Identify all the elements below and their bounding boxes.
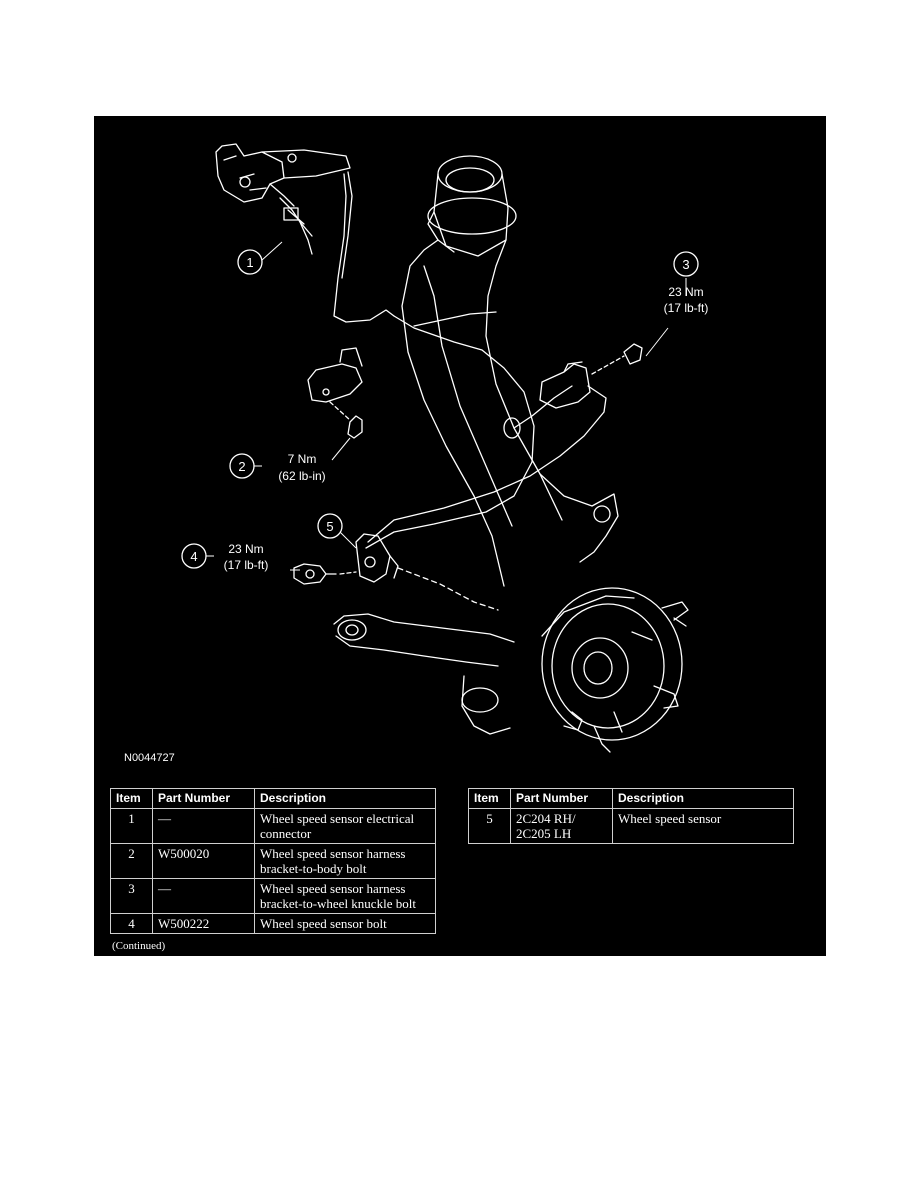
table-row: 2 W500020 Wheel speed sensor harness bra…: [110, 843, 436, 879]
wheel-speed-sensor-drawing: [355, 533, 399, 583]
bolt-2-drawing: [347, 415, 363, 439]
cell-part-number: —: [152, 878, 255, 914]
illustration-panel: 1 2 7 Nm (62 lb-in) 3 23 Nm (17 lb-ft) 4…: [94, 116, 826, 956]
header-part-number: Part Number: [510, 788, 613, 809]
header-item: Item: [468, 788, 511, 809]
table-row: 1 — Wheel speed sensor electrical connec…: [110, 808, 436, 844]
header-part-number: Part Number: [152, 788, 255, 809]
knuckle-strut-drawing: [401, 155, 619, 587]
header-description: Description: [612, 788, 794, 809]
callout-3-number: 3: [682, 257, 689, 272]
cell-item: 1: [110, 808, 153, 844]
figure-id: N0044727: [124, 752, 175, 764]
bolt-4-drawing: [293, 563, 337, 585]
cell-part-number: 2C204 RH/ 2C205 LH: [510, 808, 613, 844]
electrical-connector-drawing: [215, 143, 351, 255]
callout-1-number: 1: [246, 255, 253, 270]
harness-bracket-drawing: [307, 347, 363, 403]
cell-description: Wheel speed sensor harness bracket-to-wh…: [254, 878, 436, 914]
table-header-row: Item Part Number Description: [468, 788, 794, 809]
callout-2: 2 7 Nm (62 lb-in): [229, 452, 326, 483]
callout-4-number: 4: [190, 549, 197, 564]
cell-item: 4: [110, 913, 153, 934]
callout-2-torque-metric: 7 Nm: [288, 452, 317, 466]
callout-5-number: 5: [326, 519, 333, 534]
bolt-3-drawing: [623, 343, 643, 365]
cell-description: Wheel speed sensor electrical connector: [254, 808, 436, 844]
callout-4-torque-imperial: (17 lb-ft): [224, 558, 269, 572]
cell-item: 3: [110, 878, 153, 914]
header-description: Description: [254, 788, 436, 809]
callout-2-number: 2: [238, 459, 245, 474]
sensor-harness-cable: [333, 173, 395, 323]
cell-part-number: W500222: [152, 913, 255, 934]
callout-3-torque-metric: 23 Nm: [668, 285, 703, 299]
callout-4: 4 23 Nm (17 lb-ft): [181, 542, 269, 572]
table-header-row: Item Part Number Description: [110, 788, 436, 809]
cell-part-number: —: [152, 808, 255, 844]
table-row: 3 — Wheel speed sensor harness bracket-t…: [110, 878, 436, 914]
cell-description: Wheel speed sensor: [612, 808, 794, 844]
wheel-speed-sensor-diagram: 1 2 7 Nm (62 lb-in) 3 23 Nm (17 lb-ft) 4…: [181, 143, 709, 753]
cell-item: 5: [468, 808, 511, 844]
callout-4-torque-metric: 23 Nm: [228, 542, 263, 556]
continued-note: (Continued): [112, 940, 166, 952]
cell-description: Wheel speed sensor bolt: [254, 913, 436, 934]
callout-5: 5: [317, 513, 343, 539]
parts-table-right: Item Part Number Description 5 2C204 RH/…: [468, 788, 794, 844]
table-row: 4 W500222 Wheel speed sensor bolt: [110, 913, 436, 934]
parts-table-left: Item Part Number Description 1 — Wheel s…: [110, 788, 436, 934]
wheel-hub-drawing: [541, 587, 689, 753]
header-item: Item: [110, 788, 153, 809]
cell-description: Wheel speed sensor harness bracket-to-bo…: [254, 843, 436, 879]
callout-3-torque-imperial: (17 lb-ft): [664, 301, 709, 315]
cell-item: 2: [110, 843, 153, 879]
callout-3: 3 23 Nm (17 lb-ft): [664, 251, 709, 315]
callout-2-torque-imperial: (62 lb-in): [278, 469, 325, 483]
lower-arm-drawing: [333, 613, 515, 735]
callout-1: 1: [237, 249, 263, 275]
cell-part-number: W500020: [152, 843, 255, 879]
table-row: 5 2C204 RH/ 2C205 LH Wheel speed sensor: [468, 808, 794, 844]
